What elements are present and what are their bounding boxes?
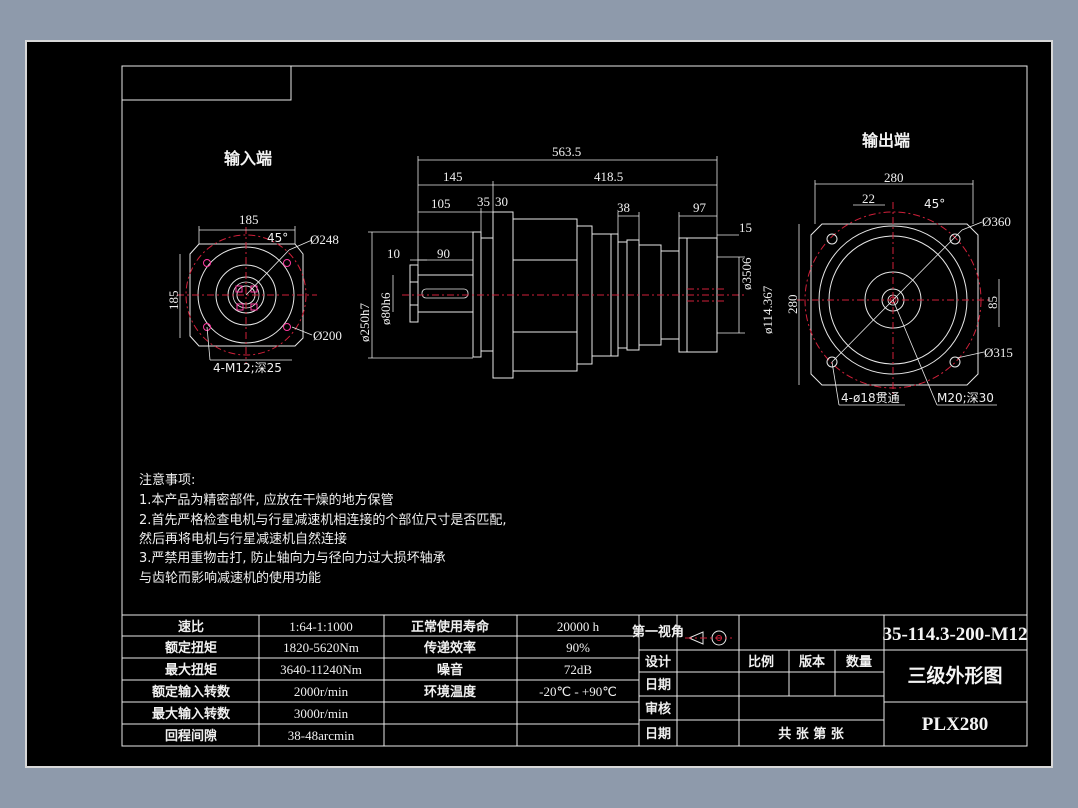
spec-label: 额定扭矩	[165, 640, 217, 656]
projection-symbol-icon	[685, 630, 732, 646]
drawing-sheet: 输入端 185 45° 185 Ø248 Ø200 4-M12;深25	[25, 40, 1053, 768]
dim-90: 90	[437, 246, 450, 261]
sheet-count: 共 张 第 张	[778, 726, 845, 742]
version-label: 版本	[799, 654, 825, 670]
dim-15: 15	[739, 220, 752, 235]
input-dia-200: Ø200	[313, 328, 342, 343]
output-flange-view	[797, 202, 989, 397]
spec-value: 72dB	[564, 662, 593, 677]
dim-dia-250: ø250h7	[357, 303, 372, 343]
output-hole-note: 4-ø18贯通	[841, 391, 900, 405]
spec-row: 额定扭矩 1820-5620Nm 传递效率 90%	[165, 640, 590, 656]
spec-value: 1:64-1:1000	[289, 619, 353, 634]
spec-value: 3640-11240Nm	[280, 662, 362, 677]
output-width-dim: 280	[884, 170, 904, 185]
output-thread-note: M20;深30	[937, 391, 994, 405]
spec-value: 3000r/min	[294, 706, 349, 721]
date-label-2: 日期	[645, 727, 671, 742]
input-view-title: 输入端	[224, 149, 272, 168]
drawing-number: 35-114.3-200-M12	[882, 624, 1027, 645]
spec-label: 噪音	[437, 662, 463, 678]
notes-block: 注意事项: 1.本产品为精密部件, 应放在干燥的地方保管 2.首先严格检查电机与…	[139, 472, 507, 586]
cad-drawing: 输入端 185 45° 185 Ø248 Ø200 4-M12;深25	[121, 65, 1028, 747]
note-heading: 注意事项:	[139, 472, 195, 488]
output-height-dim: 280	[785, 295, 800, 315]
output-view-title: 输出端	[862, 131, 910, 150]
dim-38: 38	[617, 200, 630, 215]
projection-label: 第一视角	[632, 624, 684, 640]
title-block	[638, 614, 1028, 747]
dim-35: 35	[477, 194, 490, 209]
dim-97: 97	[693, 200, 707, 215]
quantity-label: 数量	[846, 654, 872, 670]
note-line: 2.首先严格检查电机与行星减速机相连接的个部位尺寸是否匹配,	[139, 512, 507, 528]
dim-563-5: 563.5	[552, 144, 581, 159]
spec-value: -20℃ - +90℃	[539, 684, 617, 699]
spec-label: 正常使用寿命	[411, 619, 490, 635]
input-flange-view	[177, 227, 317, 363]
spec-value: 20000 h	[557, 619, 600, 634]
scale-label: 比例	[748, 654, 774, 670]
spec-value: 1820-5620Nm	[283, 640, 359, 655]
spec-label: 速比	[178, 619, 204, 635]
spec-label: 环境温度	[424, 684, 477, 700]
design-label: 设计	[645, 654, 671, 670]
input-width-dim: 185	[239, 212, 259, 227]
date-label: 日期	[645, 678, 671, 693]
spec-label: 传递效率	[423, 640, 476, 656]
dim-418-5: 418.5	[594, 169, 623, 184]
input-dia-248: Ø248	[310, 232, 339, 247]
note-line: 1.本产品为精密部件, 应放在干燥的地方保管	[139, 492, 394, 508]
review-label: 审核	[645, 701, 671, 717]
spec-label: 最大输入转数	[152, 706, 231, 722]
spec-row: 最大扭矩 3640-11240Nm 噪音 72dB	[165, 662, 592, 678]
spec-row: 回程间隙 38-48arcmin	[165, 728, 355, 744]
dim-30: 30	[495, 194, 508, 209]
output-angle-label: 45°	[924, 197, 945, 211]
corner-box	[121, 65, 292, 101]
spec-value: 38-48arcmin	[288, 728, 355, 743]
dim-105: 105	[431, 196, 451, 211]
input-angle-label: 45°	[267, 231, 288, 245]
output-dia-360: Ø360	[982, 214, 1011, 229]
spec-label: 回程间隙	[165, 728, 217, 744]
spec-row: 额定输入转数 2000r/min 环境温度 -20℃ - +90℃	[152, 684, 617, 700]
dim-dia-3506: ø3506	[739, 257, 754, 290]
spec-label: 最大扭矩	[165, 662, 217, 678]
drawing-name: 三级外形图	[907, 664, 1002, 687]
spec-value: 90%	[566, 640, 590, 655]
output-dim-22: 22	[862, 191, 875, 206]
spec-row: 速比 1:64-1:1000 正常使用寿命 20000 h	[178, 619, 600, 635]
dim-145: 145	[443, 169, 463, 184]
dim-10: 10	[387, 246, 400, 261]
output-dim-85: 85	[985, 296, 1000, 309]
spec-label: 额定输入转数	[152, 684, 231, 700]
note-line: 然后再将电机与行星减速机自然连接	[139, 531, 347, 547]
model-name: PLX280	[922, 714, 989, 735]
input-hole-note: 4-M12;深25	[213, 361, 282, 375]
input-height-dim: 185	[166, 291, 181, 311]
output-dia-315: Ø315	[984, 345, 1013, 360]
note-line: 3.严禁用重物击打, 防止轴向力与径向力过大损坏轴承	[139, 550, 446, 566]
note-line: 与齿轮而影响减速机的使用功能	[139, 570, 321, 586]
gearbox-side-view	[402, 211, 747, 379]
spec-row: 最大输入转数 3000r/min	[152, 706, 349, 722]
dim-dia-114: ø114.367	[760, 285, 775, 334]
spec-value: 2000r/min	[294, 684, 349, 699]
dim-dia-80: ø80h6	[378, 292, 393, 325]
